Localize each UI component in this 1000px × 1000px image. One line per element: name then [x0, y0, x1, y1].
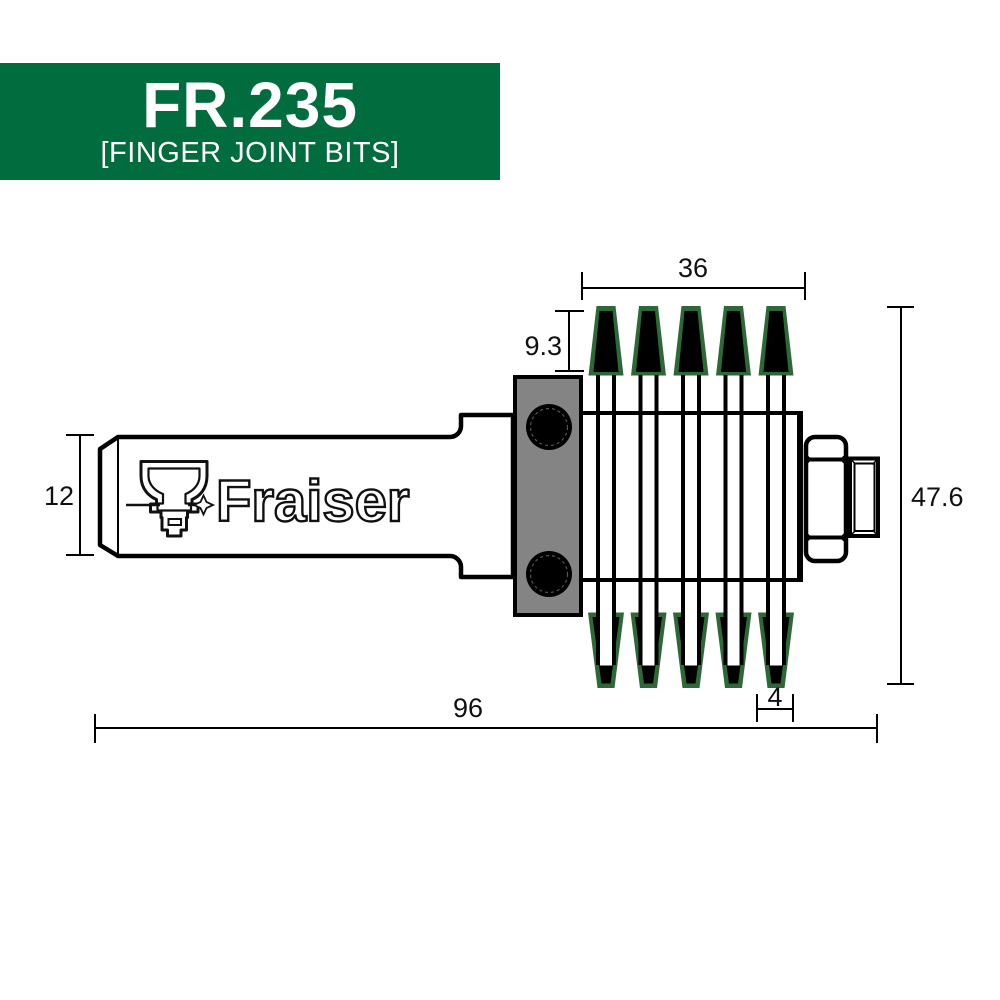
- dimension-lines: [66, 272, 914, 743]
- bearing-collar: [513, 375, 583, 617]
- brand-text: Fraiser: [216, 469, 409, 534]
- dim-tooth-protrusion: 9.3: [524, 331, 562, 361]
- model-number: FR.235: [142, 69, 358, 142]
- sparkle-icon: [191, 493, 216, 517]
- dim-overall-length: 96: [453, 693, 483, 723]
- dim-cutting-diameter: 47.6: [911, 482, 964, 512]
- product-header: FR.235 [FINGER JOINT BITS]: [0, 63, 500, 180]
- dim-tooth-width: 4: [767, 682, 782, 712]
- dim-shank-diameter: 12: [44, 481, 74, 511]
- dimension-labels: 36 9.3 47.6 12 96 4: [44, 253, 964, 723]
- spindle-stub: [848, 456, 880, 538]
- bearing-top: [526, 404, 572, 450]
- shank: Fraiser: [97, 412, 516, 580]
- shank-outline: [97, 412, 516, 580]
- category-label: [FINGER JOINT BITS]: [100, 137, 400, 170]
- cutter-body-outline: [583, 411, 803, 582]
- router-bit-logo-icon: [126, 460, 216, 538]
- retaining-nut: [803, 434, 849, 564]
- bearing-bottom: [526, 551, 572, 597]
- cutter-stack: [583, 306, 803, 688]
- dim-cutter-width: 36: [678, 253, 708, 283]
- brand-logo: Fraiser: [126, 460, 411, 538]
